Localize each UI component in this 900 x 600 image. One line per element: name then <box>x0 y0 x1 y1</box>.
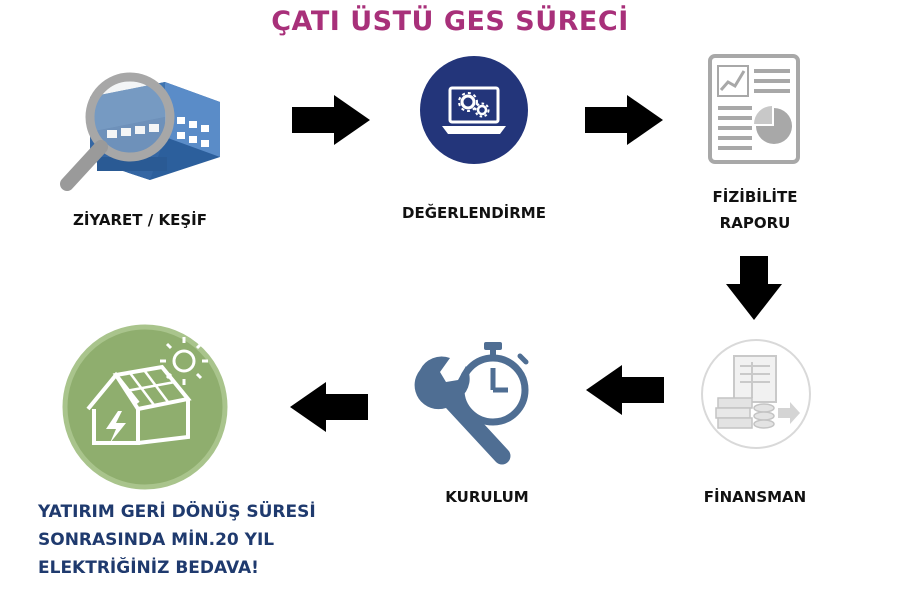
magnifier-building-icon <box>60 72 220 191</box>
arrow-icon <box>290 382 368 432</box>
result-line-3: ELEKTRİĞİNİZ BEDAVA! <box>38 558 259 578</box>
step-feasibility-label-1: FİZİBİLİTE <box>712 188 798 206</box>
solar-roof-icon <box>62 324 228 490</box>
step-installation-label: KURULUM <box>445 488 529 506</box>
arrow-icon <box>292 95 370 145</box>
step-feasibility-label-2: RAPORU <box>719 214 791 232</box>
step-visit-label: ZİYARET / KEŞİF <box>73 211 207 229</box>
step-finance-label: FİNANSMAN <box>703 488 807 506</box>
laptop-gears-icon <box>420 56 528 164</box>
wrench-stopwatch-icon <box>414 342 529 465</box>
step-evaluation-label: DEĞERLENDİRME <box>402 204 546 222</box>
finance-money-icon <box>701 339 811 449</box>
result-line-2: SONRASINDA MİN.20 YIL <box>38 530 275 550</box>
report-chart-icon <box>708 54 800 164</box>
diagram-title: ÇATI ÜSTÜ GES SÜRECİ <box>271 6 629 37</box>
arrow-icon <box>586 365 664 415</box>
arrow-icon <box>585 95 663 145</box>
arrow-icon <box>726 256 782 320</box>
result-text: YATIRIM GERİ DÖNÜŞ SÜRESİ SONRASINDA MİN… <box>38 498 368 582</box>
result-line-1: YATIRIM GERİ DÖNÜŞ SÜRESİ <box>38 502 316 522</box>
